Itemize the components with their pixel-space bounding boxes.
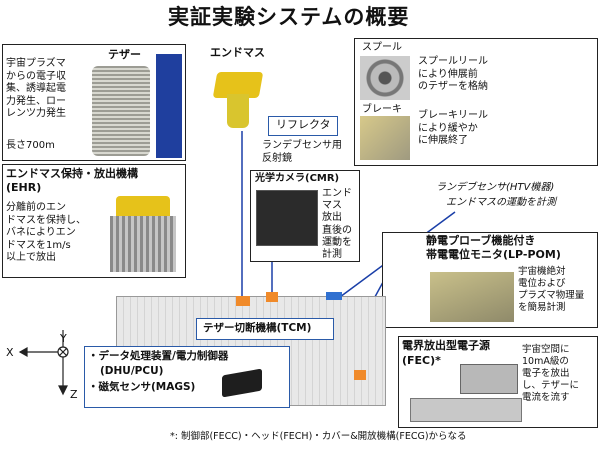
ehr-abbr: (EHR)	[6, 181, 42, 194]
fec-cover-photo	[410, 398, 522, 422]
fec-unit	[354, 370, 366, 380]
footnote: *: 制御部(FECC)・ヘッド(FECH)・カバー&開放機構(FECG)からな…	[170, 431, 467, 442]
tether-spool-photo	[92, 66, 150, 156]
reflector-label: リフレクタ	[276, 118, 331, 131]
tether-length: 長さ700m	[6, 140, 55, 151]
z-axis-arrow	[58, 385, 68, 396]
rendezvous-unit	[326, 292, 342, 300]
dhu-line3: ・磁気センサ(MAGS)	[88, 381, 196, 393]
lpom-title-line2: 帯電電位モニタ(LP-POM)	[426, 248, 561, 261]
dhu-line2: (DHU/PCU)	[100, 365, 164, 377]
endmass-label: エンドマス	[210, 46, 265, 59]
tether-description: 宇宙プラズマ からの電子収 集、誘導起電 力発生、ロー レンツ力発生	[6, 58, 66, 119]
tether-strand-photo	[156, 54, 182, 158]
fec-title-line1: 電界放出型電子源	[402, 339, 490, 352]
page-title: 実証実験システムの概要	[168, 5, 410, 29]
spool-description: スプールリール により伸展前 のテザーを格納	[418, 56, 488, 92]
ehr-photo	[108, 196, 178, 274]
ehr-title: エンドマス保持・放出機構	[6, 167, 138, 180]
fec-photo	[460, 364, 518, 394]
lpom-title-line1: 静電プローブ機能付き	[426, 234, 536, 247]
axis-x-label: X	[6, 346, 14, 359]
brake-label: ブレーキ	[362, 104, 402, 115]
camera-photo	[256, 190, 318, 246]
reflector-description: ランデブセンサ用 反射鏡	[262, 140, 342, 164]
fec-title-line2: (FEC)*	[402, 354, 441, 367]
reflector-box	[268, 116, 338, 136]
tcm-label: テザー切断機構(TCM)	[203, 322, 312, 334]
camera-description: エンド マス 放出 直後の 運動を 計測	[322, 188, 352, 260]
lpom-photo	[430, 272, 514, 322]
dhu-line1: ・データ処理装置/電力制御器	[88, 350, 229, 362]
tcm-unit	[236, 296, 250, 306]
axis-y-label: Y	[60, 332, 67, 345]
x-axis-arrow	[18, 346, 28, 358]
brake-description: ブレーキリール により緩やか に伸展終了	[418, 110, 488, 146]
tether-label: テザー	[108, 48, 141, 61]
fec-description: 宇宙空間に 10mA級の 電子を放出 し、テザーに 電流を流す	[522, 344, 580, 403]
ehr-description: 分離前のエン ドマスを保持し、 バネによりエン ドマスを1m/s 以上で放出	[6, 202, 86, 263]
axis-z-label: Z	[70, 388, 78, 401]
camera-unit	[266, 292, 278, 302]
rendezvous-description: エンドマスの運動を計測	[446, 197, 556, 208]
camera-title: 光学カメラ(CMR)	[255, 173, 340, 184]
endmass-photo	[212, 72, 264, 128]
lpom-description: 宇宙機絶対 電位および プラズマ物理量 を簡易計測	[518, 266, 585, 313]
brake-photo	[360, 116, 410, 160]
spool-label: スプール	[362, 42, 402, 53]
spool-photo	[360, 56, 410, 100]
tcm-box	[196, 318, 334, 340]
rendezvous-title: ランデブセンサ(HTV機器)	[436, 182, 555, 193]
